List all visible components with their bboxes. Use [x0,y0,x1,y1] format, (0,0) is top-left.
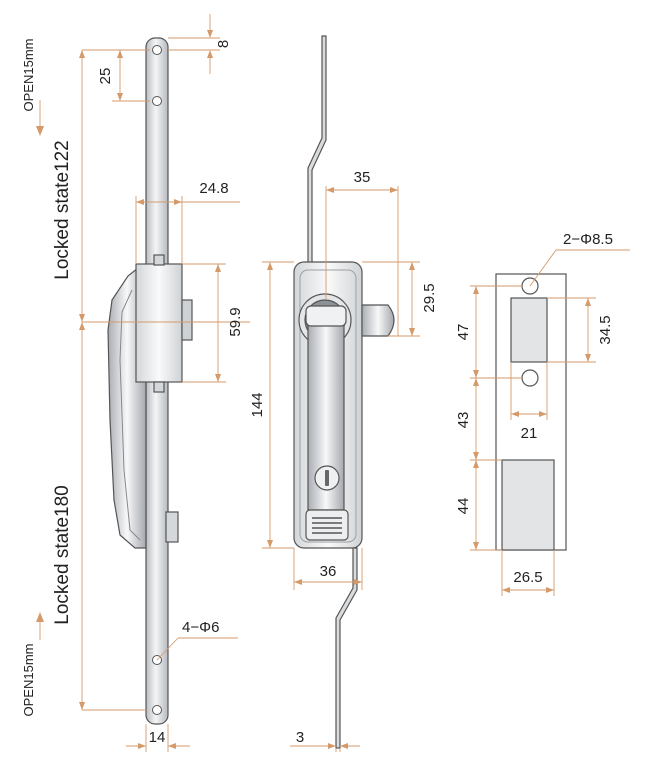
hole-4 [152,705,162,715]
front-latch-tongue [361,304,395,337]
front-handle-top [305,305,347,327]
dim-34-5-label: 34.5 [597,315,614,344]
dim-29-5-label: 29.5 [421,283,438,312]
dim-59-9-label: 59.9 [227,307,244,336]
front-view: 35 29.5 144 36 3 [249,35,438,752]
side-handle-inner [119,289,141,541]
dim-35-label: 35 [354,169,371,186]
side-view: 8 25 OPEN15mm Locked state122 Locked sta… [21,14,250,752]
dim-44-label: 44 [455,498,472,515]
side-mechanism-cap [181,299,193,341]
hole-1 [152,45,162,55]
cutout-upper-slot [510,297,548,363]
dim-47-label: 47 [455,324,472,341]
locked-upper-label: Locked state122 [52,140,73,279]
holes-2-label: 2−Φ8.5 [563,231,613,248]
front-housing-inner [299,269,357,543]
dim-24-8-label: 24.8 [199,180,228,197]
cutout-view: 2−Φ8.5 47 34.5 43 21 44 [455,231,630,596]
keyhole-icon [325,470,329,486]
dim-36-label: 36 [320,563,337,580]
side-mechanism [135,263,183,383]
dim-3-label: 3 [296,729,304,746]
cutout-lower-slot [501,459,555,551]
cutout-hole-bottom [521,369,539,387]
open-bottom-label: OPEN15mm [21,644,36,717]
front-rod-top [307,35,327,265]
hole-2 [152,96,162,106]
dim-14-label: 14 [149,729,166,746]
dim-26-5-label: 26.5 [513,569,542,586]
dim-144-label: 144 [249,392,266,417]
open-top-label: OPEN15mm [21,39,36,112]
side-rod-guide [165,511,179,543]
side-pin-top [153,254,165,266]
front-rod-bottom [335,547,358,749]
side-pin-bottom [153,381,165,393]
locked-lower-label: Locked state180 [52,485,73,624]
holes-4-label: 4−Φ6 [182,619,219,636]
dim-21-label: 21 [521,425,538,442]
dim-8-label: 8 [215,40,232,48]
front-grip [305,509,349,541]
dim-43-label: 43 [455,412,472,429]
dim-25-label: 25 [97,68,114,85]
